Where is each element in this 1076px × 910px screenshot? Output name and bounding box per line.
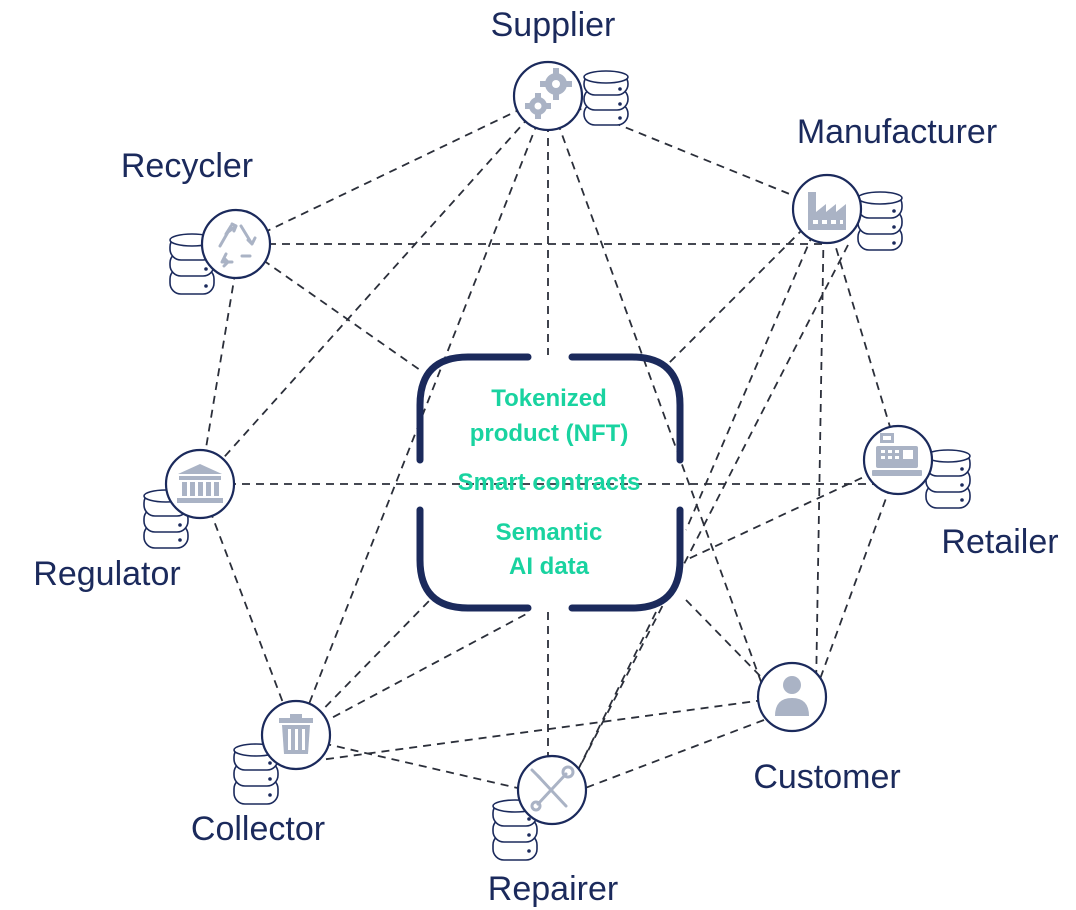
trash-bin-icon — [279, 714, 313, 754]
node-regulator: Regulator — [33, 448, 236, 593]
supplier-node-circle — [512, 60, 584, 132]
center-semantic-line: Semantic — [496, 519, 603, 546]
node-manufacturer: Manufacturer — [791, 113, 997, 251]
database-icon — [857, 191, 903, 251]
node-supplier: Supplier — [491, 6, 629, 132]
regulator-label: Regulator — [33, 555, 180, 593]
node-customer: Customer — [753, 661, 901, 796]
manufacturer-node-circle — [791, 173, 863, 245]
customer-node-circle — [756, 661, 828, 733]
central-text: Tokenized product (NFT) Smart contracts … — [458, 385, 641, 580]
repairer-label: Repairer — [488, 870, 618, 908]
node-recycler: Recycler — [121, 147, 272, 295]
node-repairer: Repairer — [488, 754, 618, 908]
retailer-label: Retailer — [941, 523, 1058, 561]
node-collector: Collector — [191, 699, 332, 848]
collector-label: Collector — [191, 810, 325, 848]
center-tokenized-line: Tokenized — [491, 385, 607, 412]
recycler-node-circle — [200, 208, 272, 280]
recycler-label: Recycler — [121, 147, 253, 185]
node-retailer: Retailer — [862, 424, 1059, 561]
database-icon — [583, 70, 629, 126]
center-smart-contracts-line: Smart contracts — [458, 469, 641, 496]
recycle-icon — [218, 222, 257, 268]
customer-label: Customer — [753, 758, 900, 796]
supplier-label: Supplier — [491, 6, 616, 44]
person-icon — [775, 676, 809, 716]
wrench-screwdriver-icon — [530, 765, 575, 812]
center-ai-data-line: AI data — [509, 553, 590, 580]
manufacturer-label: Manufacturer — [797, 113, 997, 151]
government-building-icon — [177, 464, 223, 503]
center-nft-line: product (NFT) — [470, 420, 629, 447]
gears-icon — [525, 68, 572, 119]
cash-register-icon — [872, 433, 922, 476]
central-ledger-frame — [416, 353, 684, 612]
factory-icon — [808, 192, 846, 230]
